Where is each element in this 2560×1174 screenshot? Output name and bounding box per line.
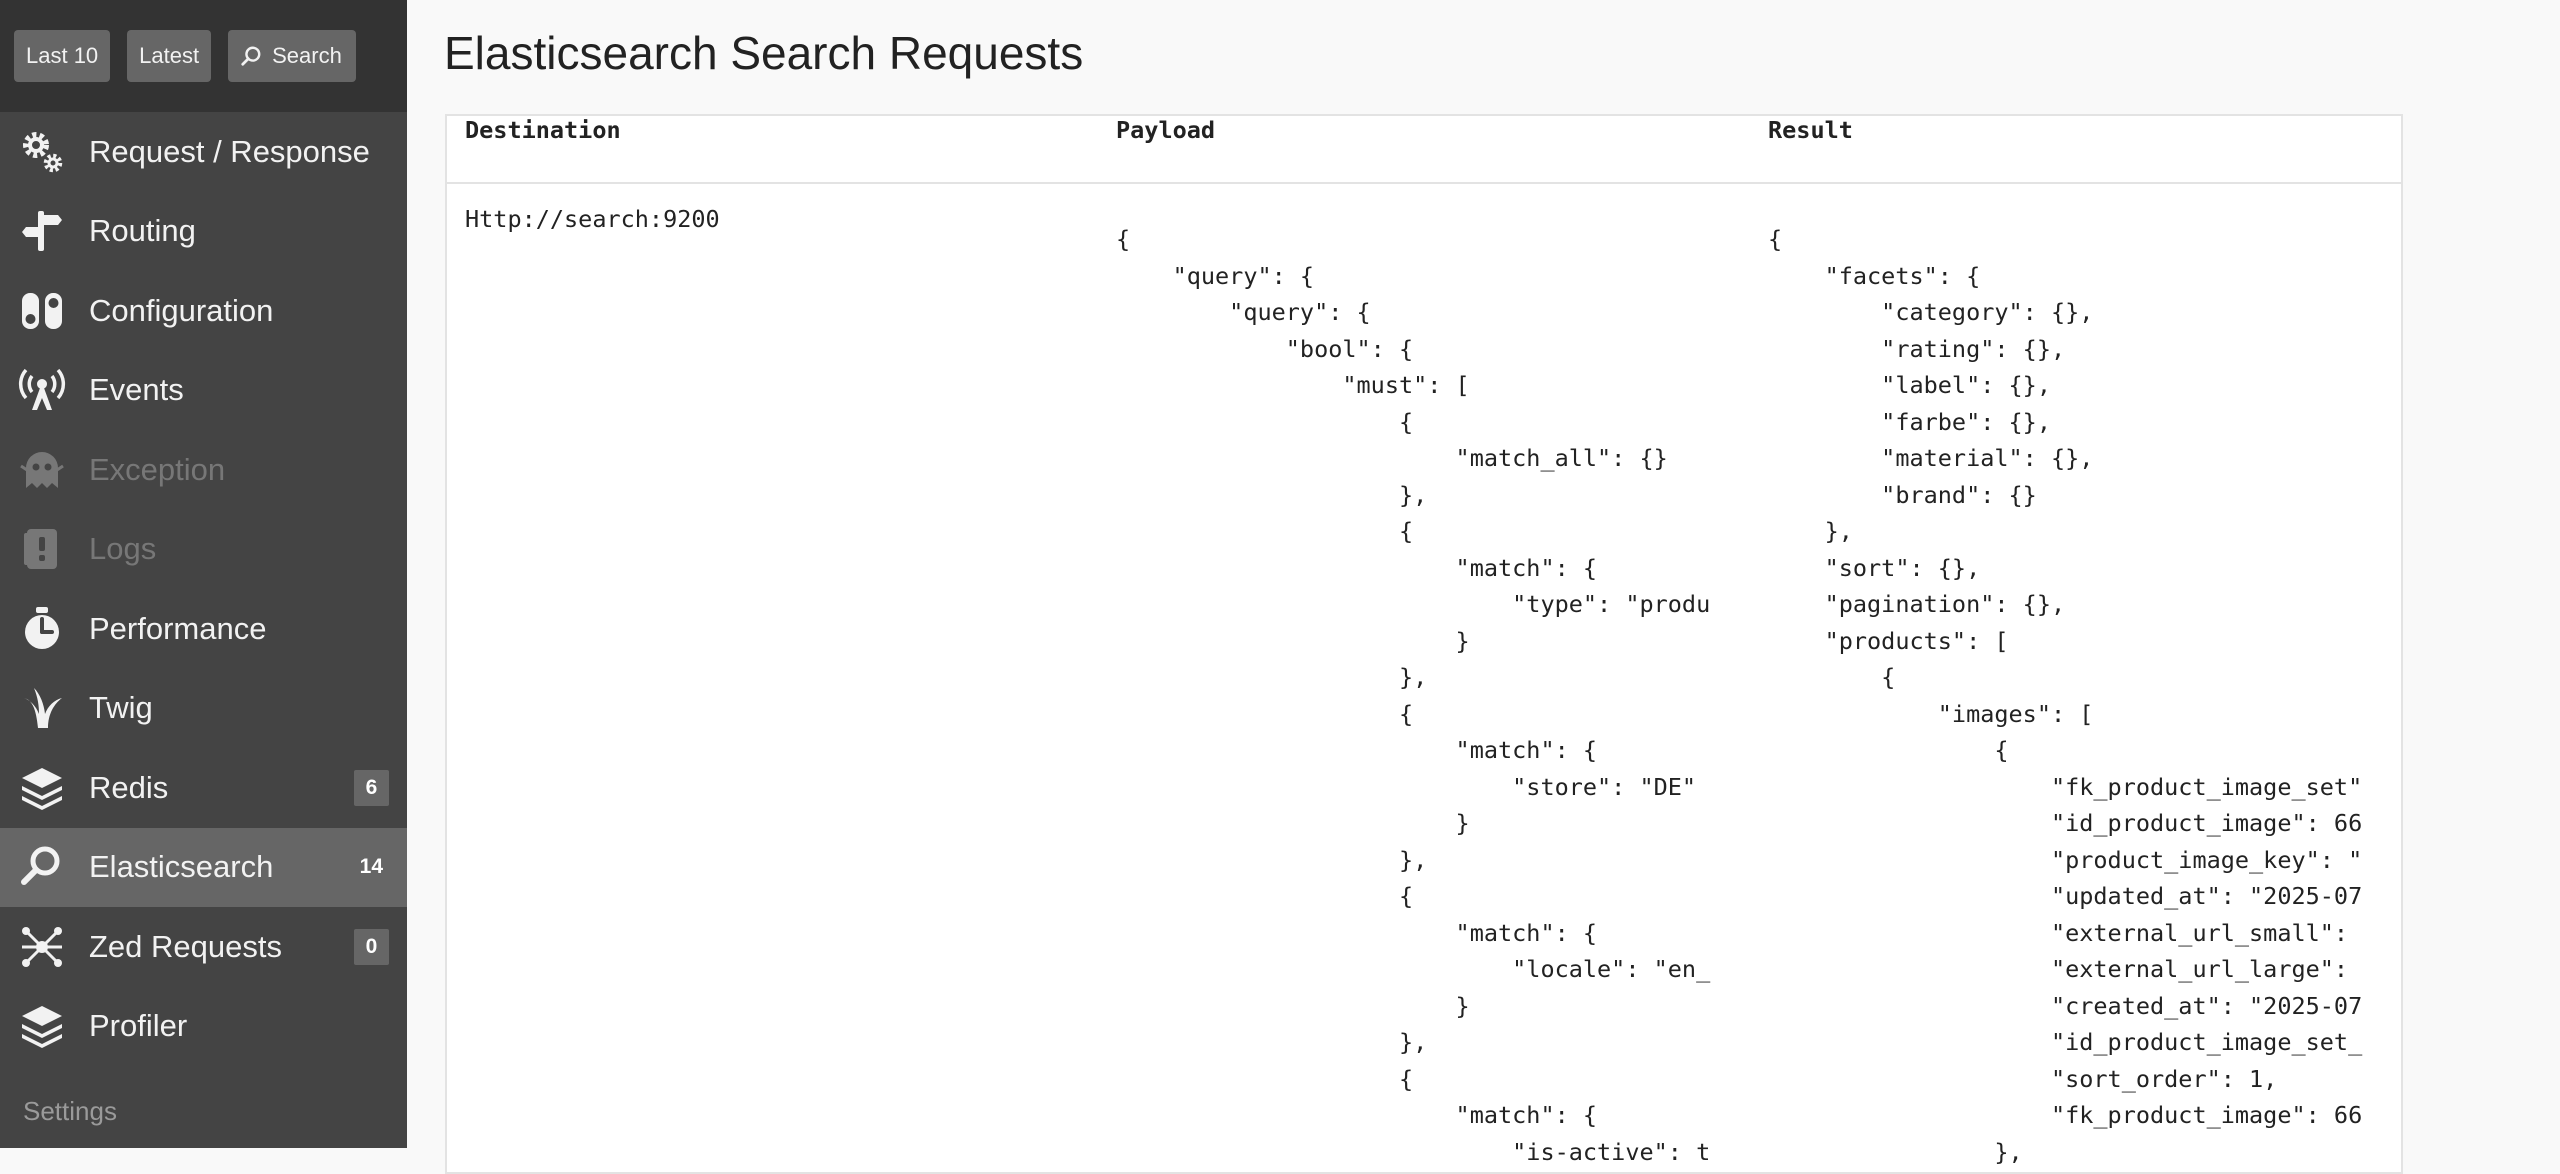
sidebar-item-request-response[interactable]: Request / Response [0, 112, 407, 192]
sidebar-item-label: Elasticsearch [89, 849, 274, 885]
sidebar-item-redis[interactable]: Redis 6 [0, 748, 407, 828]
sidebar-item-twig[interactable]: Twig [0, 669, 407, 749]
last-10-label: Last 10 [26, 43, 99, 68]
column-header-destination: Destination [447, 116, 1098, 184]
sidebar-item-label: Events [89, 372, 184, 408]
signpost-icon [18, 207, 66, 255]
search-label: Search [272, 43, 342, 68]
broadcast-icon [18, 366, 66, 414]
stopwatch-icon [18, 605, 66, 653]
sidebar-item-label: Redis [89, 769, 169, 805]
twig-icon [18, 684, 66, 732]
main-content: Elasticsearch Search Requests Destinatio… [407, 0, 2560, 1174]
result-json: { "facets": { "category": {}, "rating": … [1768, 225, 2363, 1166]
requests-table-container: Destination Payload Result Http://search… [445, 114, 2403, 1174]
sidebar-item-label: Request / Response [89, 133, 370, 169]
sidebar-item-label: Twig [89, 690, 153, 726]
column-header-payload: Payload [1098, 116, 1750, 184]
elasticsearch-count-badge: 14 [353, 849, 389, 886]
sidebar-item-performance[interactable]: Performance [0, 589, 407, 669]
sidebar-item-elasticsearch[interactable]: Elasticsearch 14 [0, 827, 407, 907]
sidebar: Last 10 Latest Search Request / Respo [0, 0, 407, 1148]
latest-label: Latest [139, 43, 200, 68]
sidebar-item-label: Exception [89, 451, 226, 487]
column-header-result: Result [1750, 116, 2401, 184]
page-title: Elasticsearch Search Requests [444, 27, 1084, 79]
layers-icon [18, 764, 66, 812]
requests-table: Destination Payload Result Http://search… [447, 116, 2401, 1170]
payload-cell: { "query": { "query": { "bool": { "must"… [1098, 183, 1750, 1170]
ghost-icon [18, 446, 66, 494]
network-icon [18, 923, 66, 971]
destination-url: Http://search:9200 [465, 205, 720, 233]
sidebar-item-routing[interactable]: Routing [0, 192, 407, 272]
log-book-icon [18, 525, 66, 573]
latest-button[interactable]: Latest [127, 30, 212, 82]
sidebar-toolbar: Last 10 Latest Search [0, 0, 407, 112]
toggles-icon [18, 287, 66, 335]
sidebar-item-configuration[interactable]: Configuration [0, 271, 407, 351]
result-cell: { "facets": { "category": {}, "rating": … [1750, 183, 2401, 1170]
table-row: Http://search:9200 { "query": { "query":… [447, 183, 2401, 1170]
sidebar-item-logs[interactable]: Logs [0, 510, 407, 590]
gears-icon [18, 128, 66, 176]
sidebar-item-zed-requests[interactable]: Zed Requests 0 [0, 907, 407, 987]
sidebar-item-label: Configuration [89, 292, 274, 328]
sidebar-item-profiler[interactable]: Profiler [0, 987, 407, 1067]
sidebar-menu: Request / Response Routing [0, 112, 407, 1066]
search-icon [18, 843, 66, 891]
sidebar-item-events[interactable]: Events [0, 351, 407, 431]
sidebar-item-label: Profiler [89, 1008, 188, 1044]
redis-count-badge: 6 [354, 769, 389, 806]
search-button[interactable]: Search [228, 30, 356, 82]
last-10-button[interactable]: Last 10 [14, 30, 111, 82]
zed-requests-count-badge: 0 [354, 928, 389, 965]
search-icon [241, 46, 261, 66]
destination-cell: Http://search:9200 [447, 183, 1098, 1170]
sidebar-item-label: Logs [89, 531, 157, 567]
table-header-row: Destination Payload Result [447, 116, 2401, 184]
sidebar-item-label: Zed Requests [89, 928, 282, 964]
settings-link[interactable]: Settings [23, 1096, 117, 1126]
layers-icon [18, 1002, 66, 1050]
sidebar-item-label: Performance [89, 610, 267, 646]
payload-json: { "query": { "query": { "bool": { "must"… [1116, 225, 1711, 1166]
sidebar-item-exception[interactable]: Exception [0, 430, 407, 510]
sidebar-item-label: Routing [89, 213, 196, 249]
